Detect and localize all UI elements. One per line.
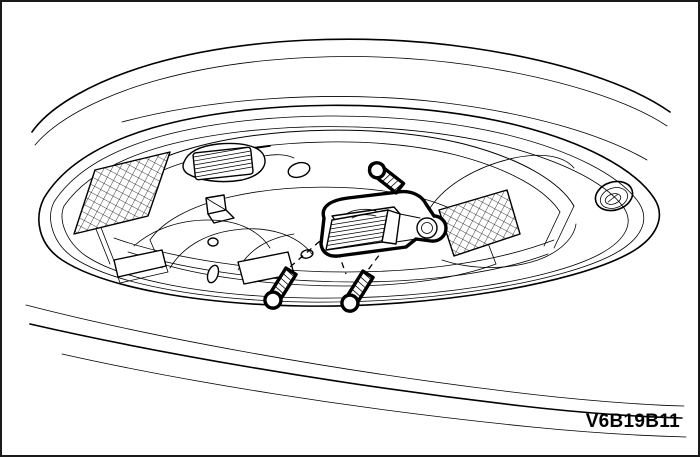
map-light-lens: [113, 249, 169, 284]
louver-slats: [193, 146, 253, 178]
screw-right: [340, 269, 375, 313]
grommet-right: [594, 180, 634, 212]
dome-lamp-lens: [287, 161, 311, 179]
speaker-grille-right: [429, 154, 577, 268]
sensor-module: [319, 189, 448, 258]
wiring-clip: [205, 194, 235, 224]
screw-left: [263, 266, 298, 310]
console-clip-oval: [206, 264, 220, 284]
roof-panel: [31, 38, 671, 161]
roof-lower-contours: [25, 304, 687, 438]
screw-top: [367, 161, 406, 195]
module-rib-hatching: [326, 214, 388, 250]
screw-left-threads: [271, 268, 295, 299]
screw-top-threads: [377, 170, 404, 192]
headliner: [38, 104, 661, 307]
screw-right-threads: [348, 271, 372, 302]
sunroof-switch-panel: [182, 142, 295, 183]
figure-code-label: V6B19B11: [585, 411, 680, 432]
